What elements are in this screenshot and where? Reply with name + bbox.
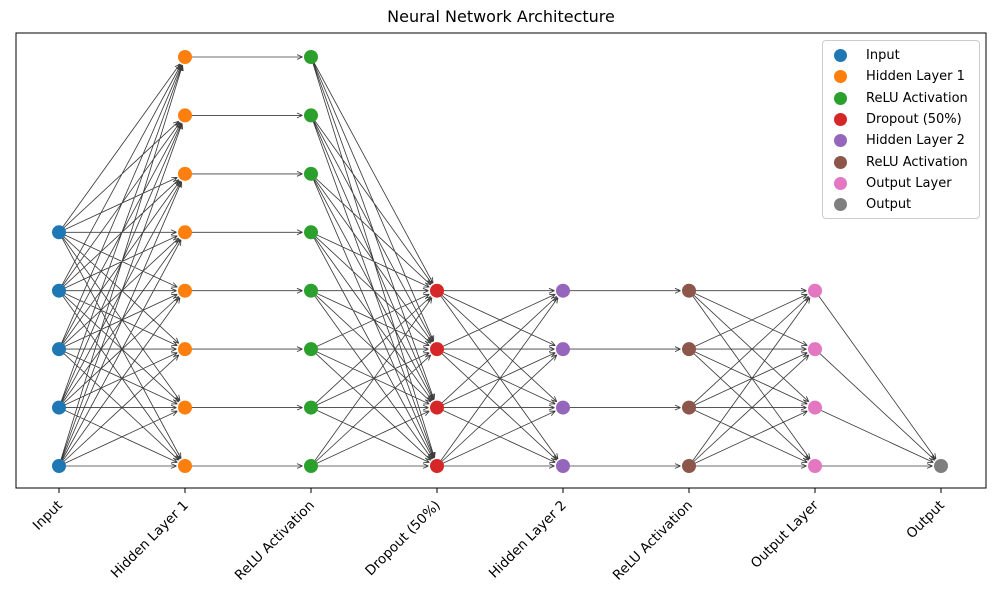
- legend-marker-icon: [834, 49, 847, 63]
- neuron-node: [304, 108, 318, 123]
- legend-marker-icon: [834, 155, 847, 169]
- legend-marker-icon: [834, 70, 847, 84]
- legend-marker-icon: [834, 134, 847, 148]
- legend-entry: ReLU Activation: [823, 88, 979, 109]
- neuron-node: [304, 342, 318, 357]
- x-tick-label: Hidden Layer 1: [108, 498, 192, 582]
- neuron-node: [556, 400, 570, 415]
- x-tick-label: ReLU Activation: [610, 498, 696, 584]
- x-tick-label: Output Layer: [748, 497, 822, 571]
- neuron-node: [304, 225, 318, 240]
- neuron-node: [808, 400, 822, 415]
- neuron-node: [934, 459, 948, 473]
- legend-entry: Output: [823, 194, 979, 215]
- neuron-node: [304, 283, 318, 298]
- neuron-node: [556, 459, 570, 473]
- legend-entry: Output Layer: [823, 173, 979, 194]
- neuron-node: [178, 459, 192, 473]
- neuron-node: [178, 283, 192, 298]
- neuron-node: [178, 342, 192, 357]
- neuron-node: [304, 166, 318, 181]
- neuron-node: [430, 283, 444, 298]
- legend-marker-icon: [834, 198, 847, 212]
- legend-marker-icon: [834, 91, 847, 105]
- legend-label: Output Layer: [866, 175, 952, 191]
- legend-label: Input: [866, 48, 900, 64]
- neuron-node: [808, 342, 822, 357]
- neuron-node: [52, 225, 66, 240]
- neuron-node: [178, 225, 192, 240]
- x-tick-label: ReLU Activation: [232, 498, 318, 584]
- neuron-node: [682, 283, 696, 298]
- legend-label: Hidden Layer 2: [866, 133, 965, 149]
- chart-title: Neural Network Architecture: [387, 7, 615, 26]
- axes-frame: [15, 32, 987, 489]
- connection-arrows: [58, 54, 937, 469]
- x-tick-label: Dropout (50%): [362, 498, 444, 580]
- neuron-node: [430, 459, 444, 473]
- neuron-node: [430, 400, 444, 415]
- legend-entry: ReLU Activation: [823, 151, 979, 172]
- neuron-node: [808, 459, 822, 473]
- neuron-node: [556, 342, 570, 357]
- legend-label: Output: [866, 197, 912, 213]
- neuron-node: [808, 283, 822, 298]
- neuron-node: [178, 400, 192, 415]
- legend-entry: Dropout (50%): [823, 109, 979, 130]
- neuron-node: [304, 400, 318, 415]
- legend-label: Hidden Layer 1: [866, 69, 965, 85]
- neuron-node: [682, 459, 696, 473]
- neuron-node: [178, 108, 192, 123]
- legend-label: ReLU Activation: [866, 90, 968, 106]
- x-axis-ticks: [58, 488, 942, 493]
- neuron-node: [682, 342, 696, 357]
- x-tick-label: Input: [30, 498, 66, 534]
- legend-label: Dropout (50%): [866, 112, 962, 128]
- neuron-node: [52, 283, 66, 298]
- neuron-node: [556, 283, 570, 298]
- legend-entry: Hidden Layer 2: [823, 130, 979, 151]
- legend-marker-icon: [834, 176, 847, 190]
- neuron-node: [682, 400, 696, 415]
- neuron-node: [304, 459, 318, 473]
- neuron-node: [52, 342, 66, 357]
- x-tick-label: Hidden Layer 2: [486, 498, 570, 582]
- neuron-node: [52, 400, 66, 415]
- legend-entry: Input: [823, 45, 979, 66]
- legend-label: ReLU Activation: [866, 154, 968, 170]
- neuron-node: [304, 50, 318, 64]
- neuron-node: [178, 166, 192, 181]
- x-tick-label: Output: [903, 498, 947, 542]
- neuron-node: [430, 342, 444, 357]
- neuron-node: [52, 459, 66, 473]
- neuron-node: [178, 50, 192, 64]
- legend-entry: Hidden Layer 1: [823, 66, 979, 87]
- legend-marker-icon: [834, 113, 847, 127]
